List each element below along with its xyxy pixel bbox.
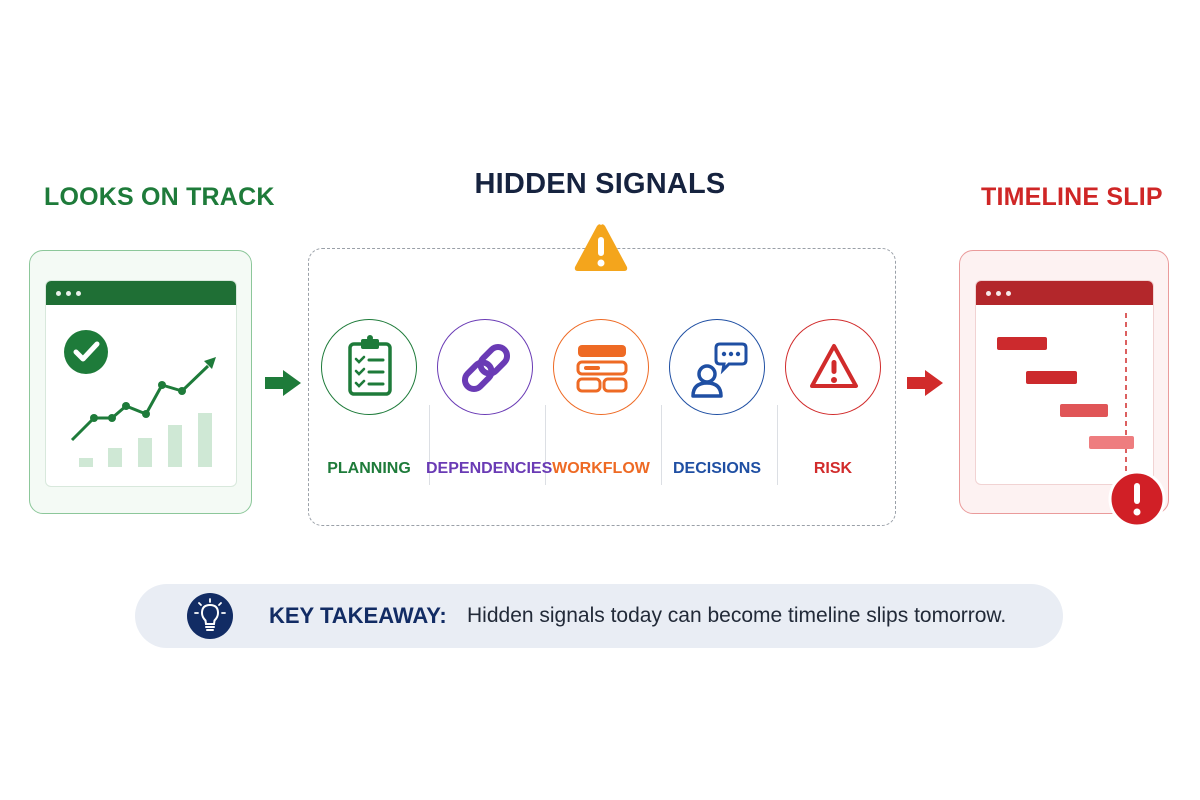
chain-link-icon: [461, 343, 511, 393]
planning-label: PLANNING: [327, 460, 411, 477]
timeline-slip-heading: TIMELINE SLIP: [981, 183, 1163, 211]
window-title-bar: [46, 281, 236, 305]
on-track-card: [29, 250, 252, 514]
warning-triangle-icon: [810, 344, 858, 388]
person-speech-bubble-icon: [691, 342, 748, 398]
divider: [545, 405, 546, 485]
divider: [661, 405, 662, 485]
decisions-label: DECISIONS: [672, 460, 761, 477]
timeline-slip-card: [959, 250, 1169, 514]
arrow-right-icon: [907, 370, 943, 396]
key-takeaway-text: Hidden signals today can become timeline…: [467, 604, 1007, 627]
workflow-label: WORKFLOW: [552, 460, 650, 477]
arrow-right-icon: [265, 370, 301, 396]
gantt-window: [975, 280, 1154, 485]
divider: [777, 405, 778, 485]
workflow-blocks-icon: [576, 345, 628, 393]
planning-circle: [321, 319, 417, 415]
key-takeaway-label: KEY TAKEAWAY:: [269, 603, 447, 628]
dependencies-label: DEPENDENCIES: [426, 460, 553, 477]
looks-on-track-heading: LOOKS ON TRACK: [44, 183, 275, 211]
window-title-bar: [976, 281, 1153, 305]
workflow-circle: [553, 319, 649, 415]
clipboard-checklist-icon: [348, 335, 392, 396]
risk-circle: [785, 319, 881, 415]
risk-label: RISK: [813, 460, 853, 477]
key-takeaway-bar: KEY TAKEAWAY: Hidden signals today can b…: [135, 584, 1063, 648]
gantt-chart-icon: [997, 313, 1134, 480]
dependencies-circle: [437, 319, 533, 415]
growth-chart-icon: [64, 330, 216, 467]
lightbulb-badge: [187, 593, 233, 639]
divider: [429, 405, 430, 485]
warning-icon: [574, 224, 628, 271]
lightbulb-icon: [194, 598, 226, 631]
alert-icon: [1108, 470, 1166, 528]
decisions-circle: [669, 319, 765, 415]
hidden-signals-heading: HIDDEN SIGNALS: [474, 168, 726, 200]
dashboard-window: [45, 280, 237, 487]
